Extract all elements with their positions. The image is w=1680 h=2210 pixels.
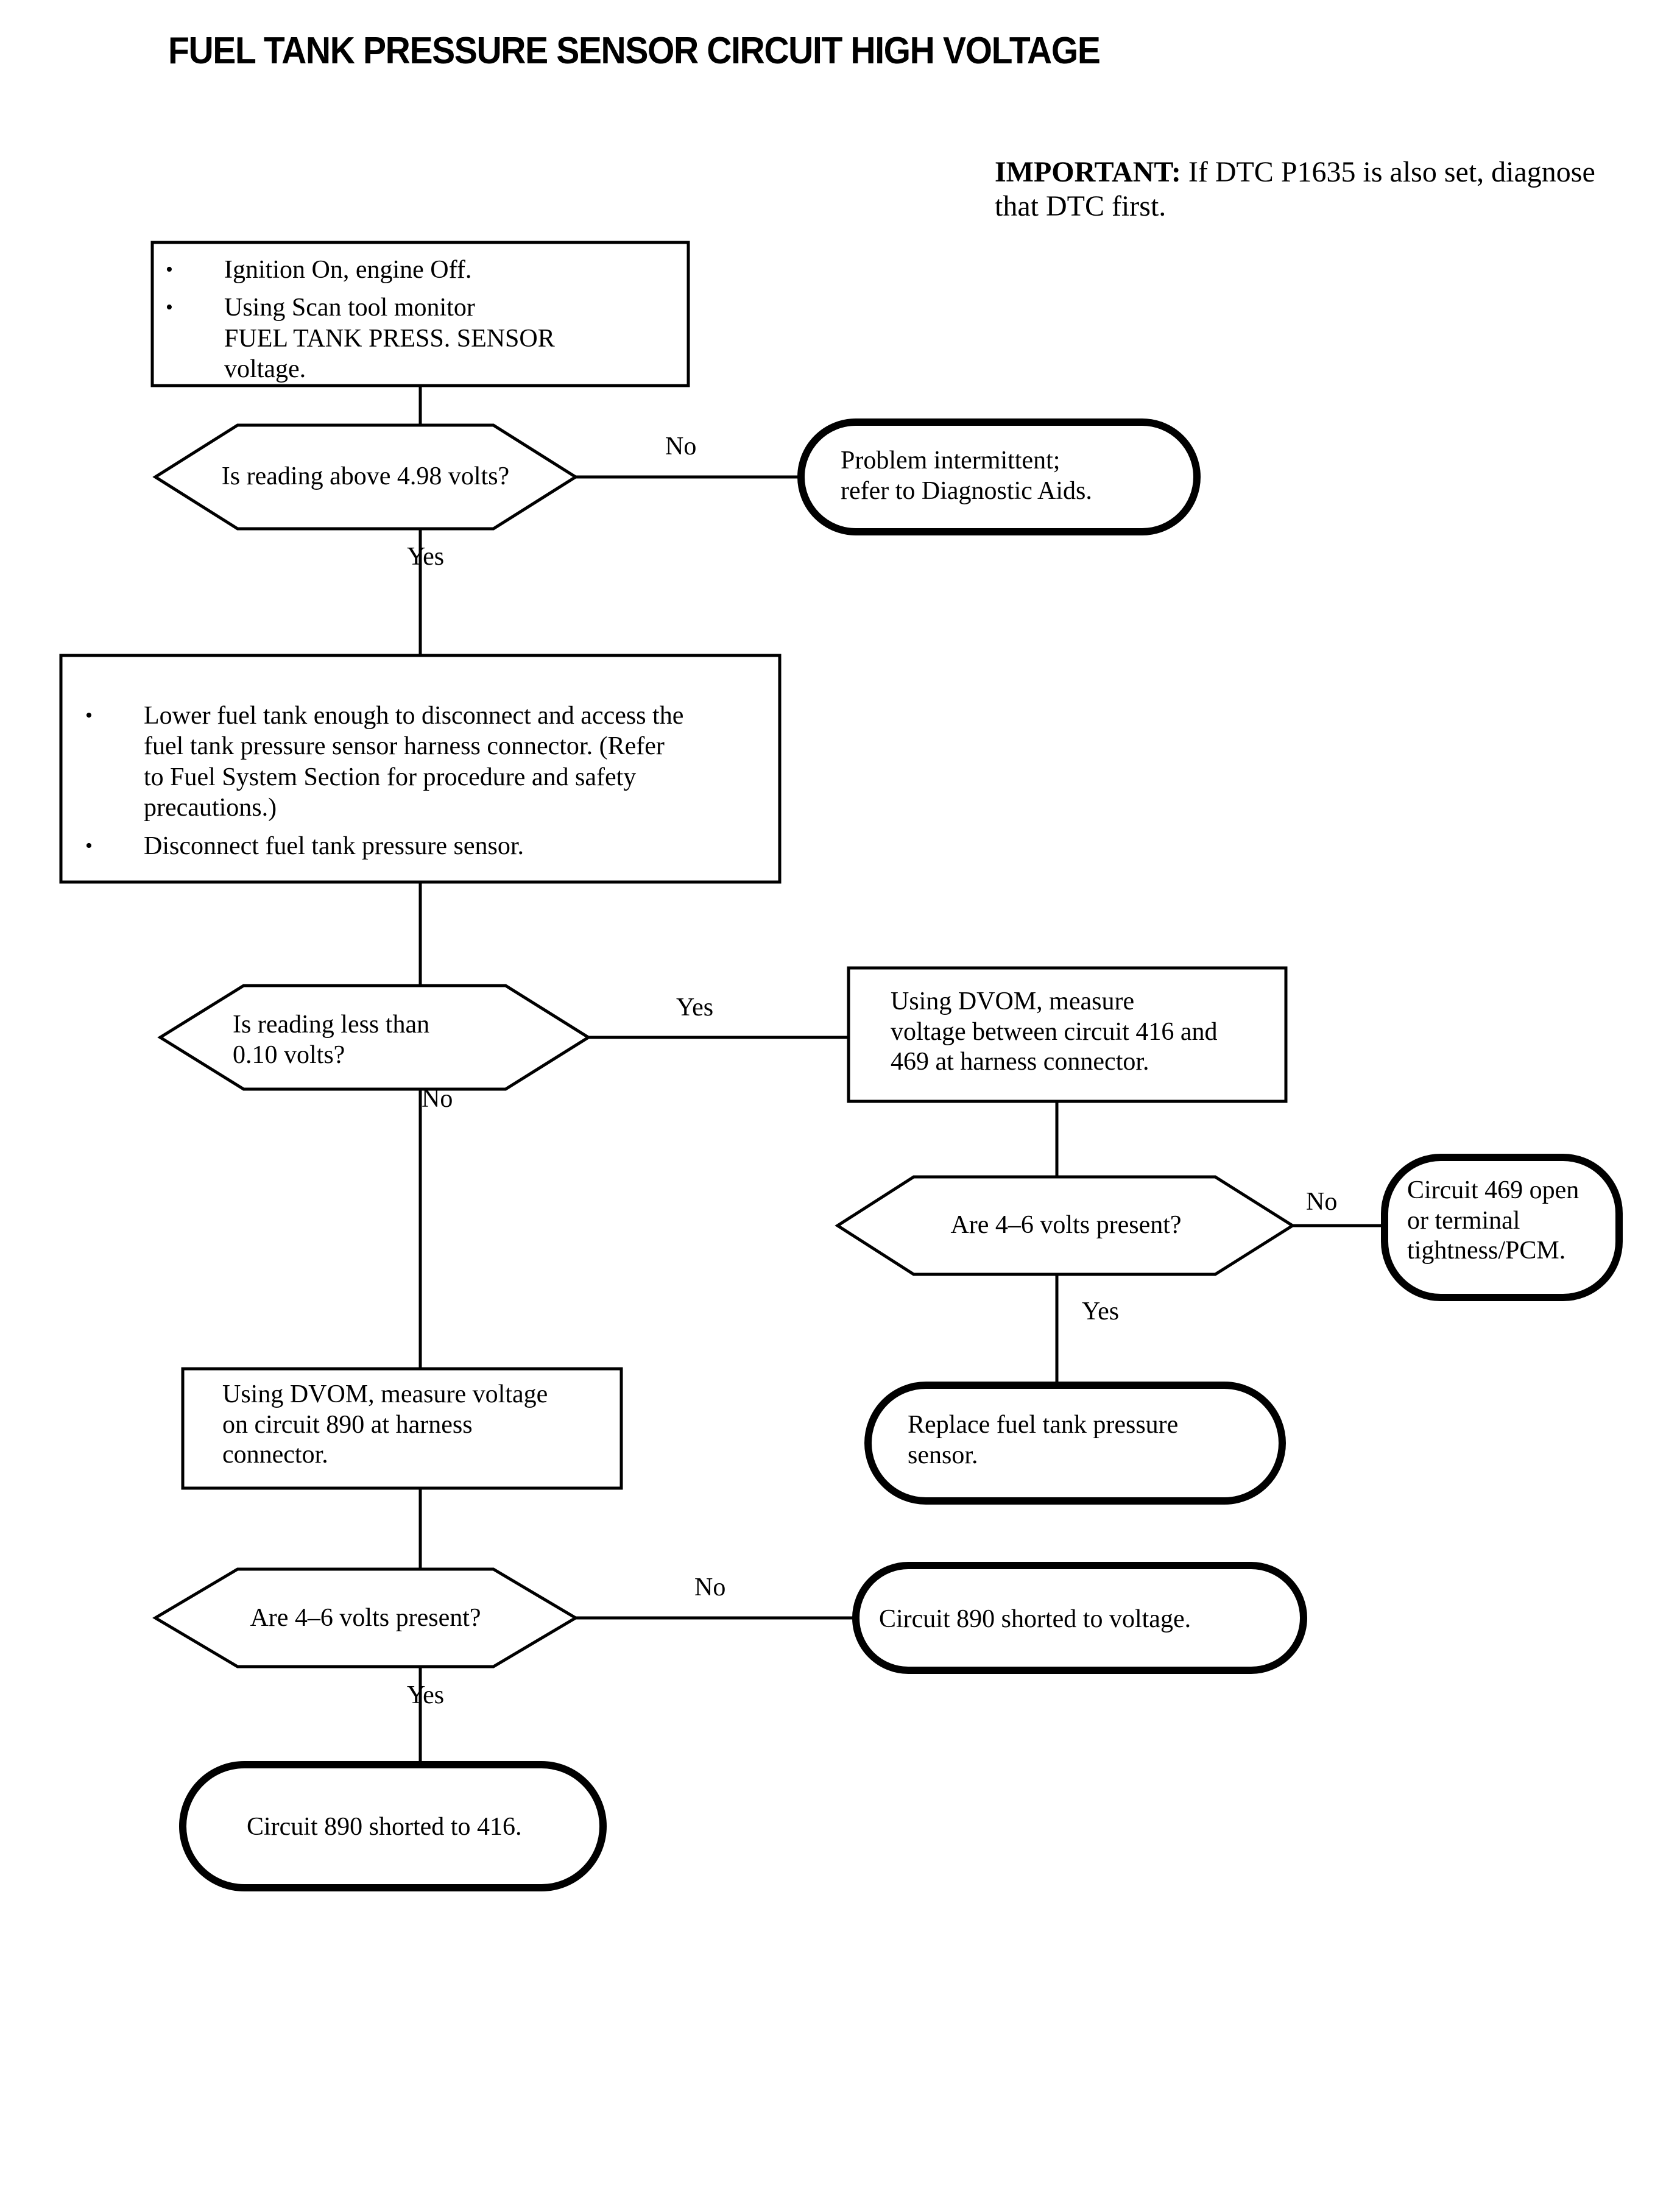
list-item: • Disconnect fuel tank pressure sensor. — [85, 831, 761, 861]
edge-label-decision1-no: No — [665, 432, 697, 461]
step4-label: Using DVOM, measure voltage on circuit 8… — [222, 1380, 548, 1469]
step2-bullets: • Lower fuel tank enough to disconnect a… — [85, 701, 761, 869]
bullet-icon: • — [85, 704, 93, 727]
decision3-label: Are 4–6 volts present? — [950, 1211, 1182, 1239]
shape-step3 — [847, 966, 1288, 1103]
decision1-label: Is reading above 4.98 volts? — [221, 462, 510, 490]
edge-label-decision3-no: No — [1306, 1188, 1338, 1216]
step2-bullet-2: Disconnect fuel tank pressure sensor. — [144, 831, 524, 860]
shape-terminator1 — [797, 418, 1201, 535]
page-title: FUEL TANK PRESSURE SENSOR CIRCUIT HIGH V… — [168, 30, 1101, 72]
important-note-body: If DTC P1635 is also set, diagnose that … — [995, 156, 1595, 222]
shape-step2 — [59, 654, 782, 884]
shape-terminator4 — [852, 1562, 1307, 1674]
terminator4-label: Circuit 890 shorted to voltage. — [879, 1605, 1191, 1633]
decision4-label: Are 4–6 volts present? — [250, 1604, 481, 1632]
step2-bullet-1: Lower fuel tank enough to disconnect and… — [144, 702, 684, 822]
step3-label: Using DVOM, measure voltage between circ… — [891, 987, 1218, 1076]
list-item: • Ignition On, engine Off. — [166, 255, 671, 285]
terminator1-label: Problem intermittent; refer to Diagnosti… — [841, 447, 1092, 505]
list-item: • Using Scan tool monitor FUEL TANK PRES… — [166, 292, 671, 384]
bullet-icon: • — [166, 258, 173, 281]
bullet-icon: • — [166, 296, 173, 319]
bullet-icon: • — [85, 834, 93, 857]
shape-step1 — [150, 241, 690, 387]
terminator2-label: Circuit 469 open or terminal tightness/P… — [1407, 1176, 1579, 1265]
edge-label-decision2-yes: Yes — [676, 994, 714, 1022]
step1-bullets: • Ignition On, engine Off. • Using Scan … — [166, 255, 671, 392]
list-item: • Lower fuel tank enough to disconnect a… — [85, 701, 761, 824]
step1-bullet-2: Using Scan tool monitor FUEL TANK PRESS.… — [224, 294, 555, 384]
important-note-lead: IMPORTANT: — [995, 156, 1181, 188]
edge-label-decision3-yes: Yes — [1082, 1297, 1120, 1326]
edge-label-decision4-no: No — [694, 1573, 726, 1601]
edge-label-decision2-no: No — [422, 1085, 453, 1113]
shape-terminator5 — [179, 1761, 607, 1891]
important-note: IMPORTANT: If DTC P1635 is also set, dia… — [995, 155, 1604, 223]
decision2-label: Is reading less than 0.10 volts? — [233, 1011, 430, 1069]
shape-step4 — [181, 1367, 623, 1490]
edge-label-decision4-yes: Yes — [407, 1681, 445, 1709]
shape-terminator2 — [1381, 1154, 1623, 1301]
shape-terminator3 — [864, 1382, 1286, 1505]
edge-label-decision1-yes: Yes — [407, 543, 445, 571]
step1-bullet-1: Ignition On, engine Off. — [224, 256, 472, 284]
terminator5-label: Circuit 890 shorted to 416. — [247, 1813, 522, 1841]
terminator3-label: Replace fuel tank pressure sensor. — [908, 1411, 1179, 1469]
